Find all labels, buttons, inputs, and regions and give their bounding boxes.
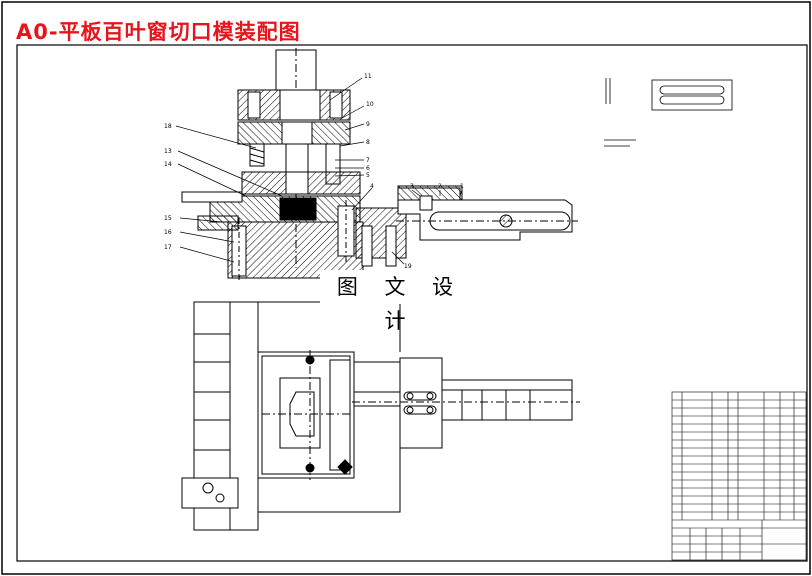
part-label-5: 5 [366, 172, 370, 179]
top-view [181, 301, 580, 531]
title-block [671, 391, 807, 561]
part-label-19: 19 [404, 263, 412, 270]
part-label-16: 16 [164, 229, 172, 236]
part-label-2: 2 [438, 183, 442, 190]
part-label-14: 14 [164, 161, 172, 168]
part-label-10: 10 [366, 101, 374, 108]
leader-lines [175, 77, 463, 265]
part-label-6: 6 [366, 165, 370, 172]
part-label-9: 9 [366, 121, 370, 128]
part-label-1: 1 [460, 183, 464, 190]
part-label-7: 7 [366, 157, 370, 164]
part-label-18: 18 [164, 123, 172, 130]
watermark: 图 文 设 计 [320, 270, 480, 333]
part-label-3: 3 [410, 183, 414, 190]
drawing-frame [16, 44, 808, 562]
part-label-17: 17 [164, 244, 172, 251]
part-label-8: 8 [366, 139, 370, 146]
drawing-title: A0-平板百叶窗切口模装配图 [16, 20, 301, 44]
section-view [181, 48, 578, 282]
workpiece-detail [604, 78, 733, 147]
part-numbers: 11 10 9 8 7 6 5 4 3 2 1 18 13 14 15 16 1… [164, 73, 464, 270]
part-label-13: 13 [164, 148, 172, 155]
part-label-4: 4 [370, 183, 374, 190]
part-label-15: 15 [164, 215, 172, 222]
part-label-11: 11 [364, 73, 372, 80]
